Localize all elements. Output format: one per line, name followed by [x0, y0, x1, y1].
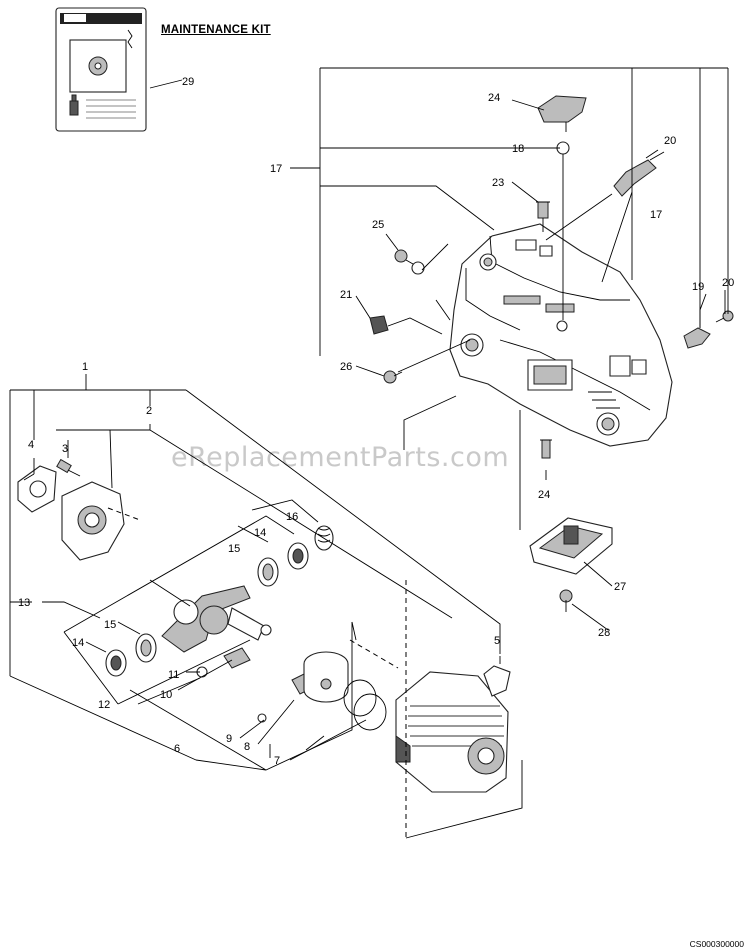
- callout-7: 7: [274, 755, 280, 767]
- callout-15-lower: 15: [104, 619, 116, 631]
- callout-19: 19: [692, 281, 704, 293]
- part-18-fitting[interactable]: [613, 149, 659, 197]
- callout-10: 10: [160, 689, 172, 701]
- part-25-bolt[interactable]: [394, 249, 425, 275]
- callout-21: 18: [512, 143, 524, 155]
- cylinder[interactable]: [395, 671, 509, 793]
- callout-5: 5: [494, 635, 500, 647]
- callout-23: 24: [488, 92, 500, 104]
- callout-12: 12: [98, 699, 110, 711]
- callout-18: 20: [664, 135, 676, 147]
- part-15-bearing-left[interactable]: [135, 633, 157, 663]
- callout-24-top: 23: [492, 177, 504, 189]
- part-20-screw[interactable]: [715, 310, 734, 323]
- part-14-seal-left[interactable]: [105, 649, 127, 677]
- callout-22: 21: [340, 289, 352, 301]
- piston-rings[interactable]: [343, 679, 387, 731]
- callout-17-top: 17: [270, 163, 282, 175]
- piston[interactable]: [303, 651, 349, 703]
- intake-housing[interactable]: [61, 481, 125, 561]
- callout-labels: 29 24 18 20 17 23 17 25 20 19 21 26 1 2 …: [18, 76, 734, 767]
- callout-4: 4: [28, 439, 34, 451]
- part-27-mount[interactable]: [529, 517, 613, 575]
- callout-27: 27: [614, 581, 626, 593]
- callout-6: 6: [174, 743, 180, 755]
- part-3-screw[interactable]: [56, 458, 81, 477]
- maintenance-kit-title: MAINTENANCE KIT: [161, 24, 271, 36]
- leader-lines: [9, 67, 729, 839]
- part-9-clip[interactable]: [257, 713, 267, 723]
- callout-20: 20: [722, 277, 734, 289]
- callout-24-lower: 24: [538, 489, 550, 501]
- part-14-seal-right[interactable]: [287, 542, 309, 570]
- part-22-pad[interactable]: [369, 315, 389, 335]
- callout-26: 26: [340, 361, 352, 373]
- callout-9: 9: [226, 733, 232, 745]
- maintenance-kit-card[interactable]: [55, 7, 147, 132]
- part-24-screw-top[interactable]: [536, 201, 550, 232]
- watermark: eReplacementParts.com: [171, 442, 510, 473]
- callout-2: 2: [146, 405, 152, 417]
- part-4-gasket[interactable]: [17, 465, 57, 513]
- callout-16: 16: [286, 511, 298, 523]
- part-24-screw-lower[interactable]: [540, 439, 552, 459]
- part-19-clip[interactable]: [683, 327, 711, 349]
- part-11-bearing[interactable]: [223, 624, 272, 669]
- callout-28: 28: [598, 627, 610, 639]
- part-5-gasket[interactable]: [483, 665, 511, 697]
- callout-25: 25: [372, 219, 384, 231]
- callout-29: 29: [182, 76, 194, 88]
- callout-14-upper: 14: [254, 527, 266, 539]
- callout-3: 3: [62, 443, 68, 455]
- crankcase[interactable]: [449, 223, 673, 447]
- part-15-bearing-right[interactable]: [257, 557, 279, 587]
- callout-11: 11: [168, 669, 179, 681]
- callout-8: 8: [244, 741, 250, 753]
- callout-15-upper: 15: [228, 543, 240, 555]
- part-26-screw[interactable]: [383, 370, 403, 384]
- diagram-code: CS000300000: [689, 939, 744, 949]
- crankshaft[interactable]: [161, 585, 265, 653]
- callout-14-lower: 14: [72, 637, 84, 649]
- part-23-cap[interactable]: [537, 95, 587, 132]
- part-28-screw[interactable]: [559, 589, 573, 612]
- callout-13: 13: [18, 597, 30, 609]
- callout-1: 1: [82, 361, 88, 373]
- callout-17-right: 17: [650, 209, 662, 221]
